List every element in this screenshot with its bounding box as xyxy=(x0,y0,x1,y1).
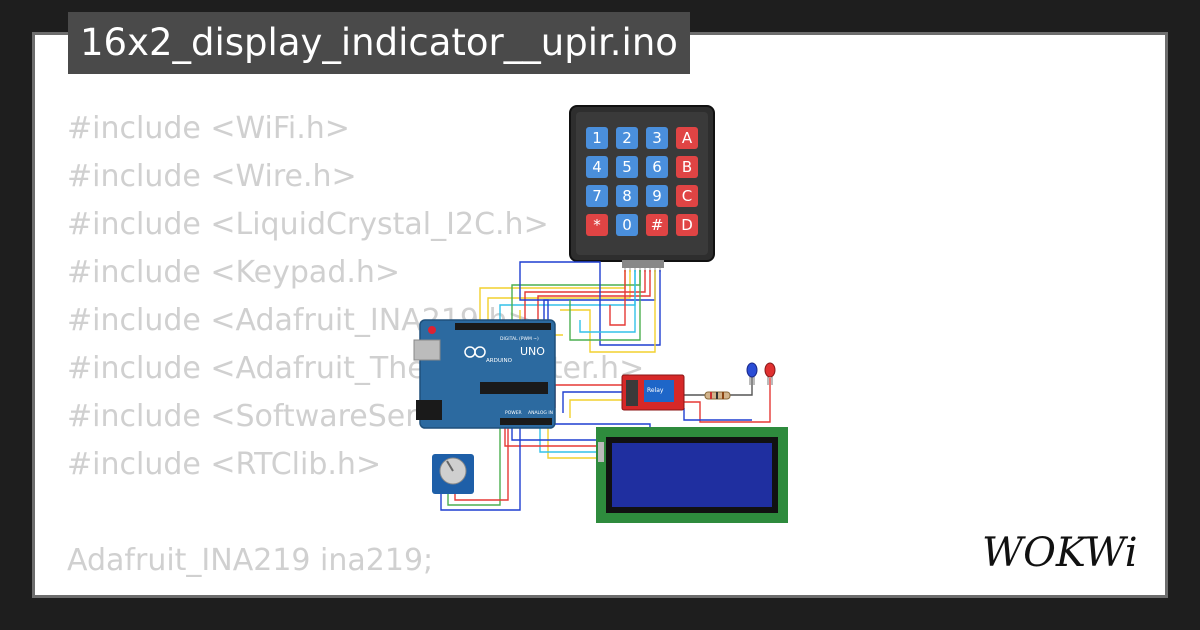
code-line: #include <Wire.h> xyxy=(67,159,357,194)
keypad-key[interactable] xyxy=(676,185,698,207)
keypad-key-label: D xyxy=(681,216,693,234)
keypad-key-label: B xyxy=(682,158,692,176)
keypad-key-label: 9 xyxy=(652,187,662,205)
keypad-key[interactable] xyxy=(586,127,608,149)
code-line: #include <WiFi.h> xyxy=(67,111,350,146)
power-label: POWER xyxy=(505,410,522,416)
keypad-key-label: 1 xyxy=(592,129,602,147)
keypad-key[interactable] xyxy=(646,214,668,236)
code-line: #include <LiquidCrystal_I2C.h> xyxy=(67,207,549,242)
keypad-key-label: 6 xyxy=(652,158,662,176)
relay-label: Relay xyxy=(647,387,664,394)
led-blue[interactable] xyxy=(746,362,758,385)
board-brand: ARDUINO xyxy=(486,358,513,364)
keypad-key[interactable] xyxy=(646,185,668,207)
keypad-key[interactable] xyxy=(616,185,638,207)
keypad-key[interactable] xyxy=(586,156,608,178)
keypad-key[interactable] xyxy=(676,156,698,178)
keypad-key[interactable] xyxy=(646,156,668,178)
keypad-key[interactable] xyxy=(586,185,608,207)
board-name: UNO xyxy=(520,345,545,358)
led-red[interactable] xyxy=(764,362,776,385)
logo-text: WOKWi xyxy=(982,530,1138,576)
wires xyxy=(440,261,771,511)
keypad-key[interactable] xyxy=(616,156,638,178)
keypad-key[interactable] xyxy=(586,214,608,236)
keypad-key-label: # xyxy=(651,216,664,234)
code-line: Adafruit_INA219 ina219; xyxy=(67,543,434,578)
keypad-key[interactable] xyxy=(676,214,698,236)
keypad-key[interactable] xyxy=(676,127,698,149)
lcd-display[interactable] xyxy=(596,427,788,523)
keypad-key-label: A xyxy=(682,129,693,147)
resistor[interactable] xyxy=(704,391,731,400)
relay-module[interactable]: Relay xyxy=(621,374,685,411)
keypad-key-label: 4 xyxy=(592,158,602,176)
keypad-key-label: 5 xyxy=(622,158,632,176)
potentiometer[interactable] xyxy=(432,454,474,494)
keypad-key-label: C xyxy=(682,187,692,205)
keypad-key[interactable] xyxy=(616,127,638,149)
keypad-key-label: 3 xyxy=(652,129,662,147)
keypad-key-label: 8 xyxy=(622,187,632,205)
keypad-key[interactable] xyxy=(646,127,668,149)
keypad-key-label: 0 xyxy=(622,216,632,234)
project-title[interactable]: 16x2_display_indicator__upir.ino xyxy=(68,12,690,74)
code-line: #include <RTClib.h> xyxy=(67,447,382,482)
code-line: LiquidCrystal_I2C lcd(0x27, 20, 4); // I… xyxy=(67,585,1165,595)
wokwi-logo: WOKWi xyxy=(982,530,1138,576)
keypad-key[interactable] xyxy=(616,214,638,236)
keypad-key-label: 2 xyxy=(622,129,632,147)
arduino-uno-board[interactable]: UNO ARDUINO DIGITAL (PWM ~) POWER ANALOG… xyxy=(413,319,556,429)
analog-label: ANALOG IN xyxy=(528,410,553,416)
keypad-key-label: * xyxy=(593,216,601,234)
keypad[interactable]: 1 2 3 A 4 5 6 B 7 8 9 C * 0 # D xyxy=(569,105,715,272)
keypad-key-label: 7 xyxy=(592,187,602,205)
digital-label: DIGITAL (PWM ~) xyxy=(500,336,539,342)
code-line: #include <Keypad.h> xyxy=(67,255,401,290)
